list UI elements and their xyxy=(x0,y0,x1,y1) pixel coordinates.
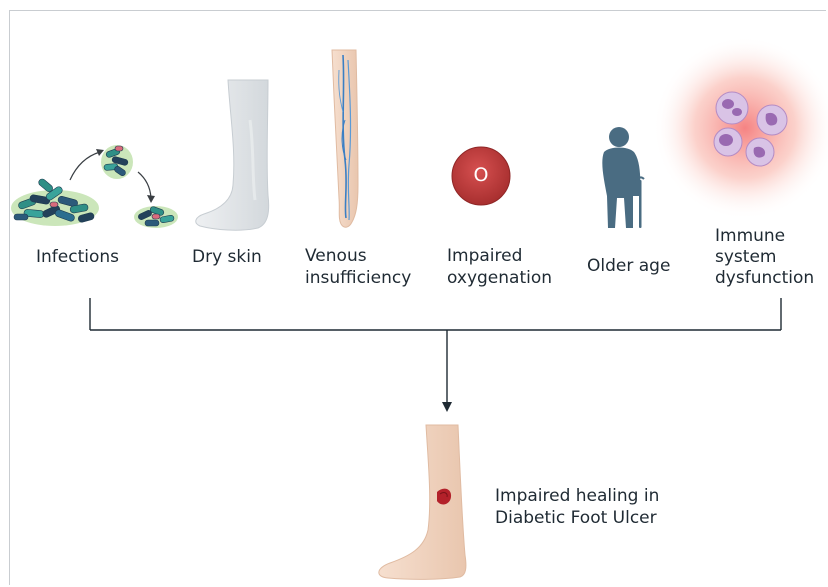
venous-leg-icon xyxy=(332,50,358,227)
factor-label-older-age: Older age xyxy=(587,256,670,277)
factor-label-infections: Infections xyxy=(36,247,119,268)
factor-label-dry-skin: Dry skin xyxy=(192,247,262,268)
outcome-label-1: Impaired healing in xyxy=(495,486,659,507)
elderly-person-icon xyxy=(602,127,644,228)
factor-label-immune-2: system xyxy=(715,247,776,268)
bacteria-icon xyxy=(11,145,178,228)
oxygen-symbol: O xyxy=(470,165,492,186)
factor-label-oxygenation-1: Impaired xyxy=(447,246,522,267)
factor-label-venous-1: Venous xyxy=(305,246,367,267)
dry-skin-leg-icon xyxy=(196,80,269,230)
factor-label-venous-2: insufficiency xyxy=(305,268,411,289)
connector-bracket xyxy=(90,298,781,404)
ulcer-foot-icon xyxy=(379,425,466,579)
factor-label-oxygenation-2: oxygenation xyxy=(447,268,552,289)
outcome-label-2: Diabetic Foot Ulcer xyxy=(495,508,657,529)
factor-label-immune-1: Immune xyxy=(715,226,785,247)
factor-label-immune-3: dysfunction xyxy=(715,268,814,289)
arrow-head-icon xyxy=(442,402,452,412)
immune-cells-icon xyxy=(653,36,828,220)
